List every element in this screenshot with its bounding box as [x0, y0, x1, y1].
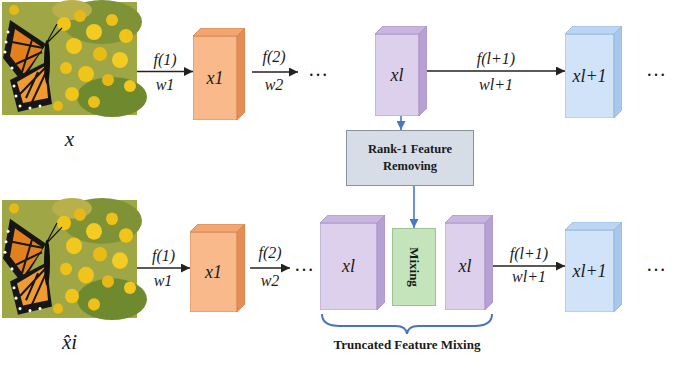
bracket-label: Truncated Feature Mixing [334, 337, 481, 353]
image-label: x [2, 127, 137, 152]
weight-label: w1 [154, 272, 173, 290]
feature-map: xl [320, 215, 385, 310]
function-label: f(l+1) [510, 245, 548, 263]
feature-map: xl+1 [565, 26, 622, 118]
feature-label: xl+1 [572, 66, 606, 87]
ellipsis: … [294, 253, 314, 276]
feature-map: xl [445, 215, 493, 310]
connector-arrow [427, 70, 565, 71]
input-image: x [2, 2, 137, 115]
mixing-label: Mixing [406, 247, 422, 287]
function-label: f(2) [262, 48, 285, 66]
feature-label: x1 [205, 262, 222, 283]
feature-map: xl+1 [565, 222, 622, 312]
function-label: f(2) [258, 244, 281, 262]
process-label: Rank-1 Feature Removing [353, 141, 467, 175]
mixing-box: Mixing [392, 228, 436, 306]
image-label: x̂i [2, 330, 137, 355]
weight-label: w2 [265, 76, 284, 94]
ellipsis: … [646, 253, 666, 276]
feature-map: xl [375, 26, 427, 116]
connector-arrow [137, 71, 193, 72]
function-label: f(1) [152, 247, 175, 265]
weight-label: w2 [261, 272, 280, 290]
weight-label: wl+1 [512, 268, 546, 286]
ellipsis: … [646, 58, 666, 81]
process-box: Rank-1 Feature Removing [346, 130, 474, 186]
connector-arrow [493, 265, 565, 266]
ellipsis: … [308, 58, 328, 81]
feature-map: x1 [193, 28, 245, 120]
input-image: x̂i [2, 200, 137, 318]
connector-arrow [413, 186, 415, 228]
connector-arrow [400, 116, 402, 130]
weight-label: w1 [156, 76, 175, 94]
feature-label: xl+1 [572, 261, 606, 282]
feature-label: xl [459, 256, 472, 277]
connector-arrow [137, 267, 190, 268]
weight-label: wl+1 [479, 76, 513, 94]
function-label: f(1) [153, 51, 176, 69]
feature-map: x1 [190, 224, 245, 312]
function-label: f(l+1) [477, 50, 515, 68]
feature-label: x1 [207, 68, 224, 89]
feature-label: xl [342, 256, 355, 277]
feature-label: xl [391, 65, 404, 86]
